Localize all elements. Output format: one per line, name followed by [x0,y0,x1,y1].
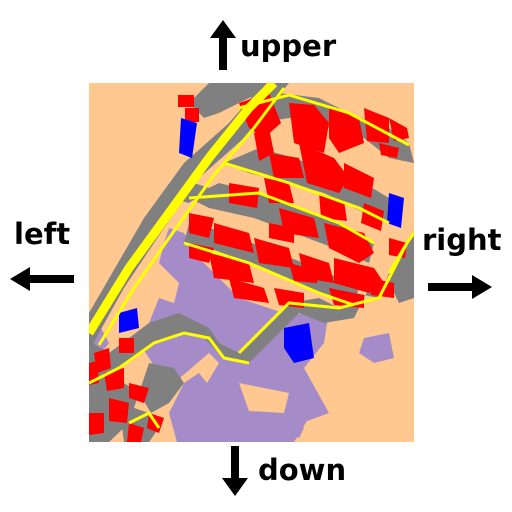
arrow-down-icon [222,446,248,496]
direction-label-right: right [422,223,502,257]
open-area [89,228,394,442]
arrow-right-icon [428,275,492,299]
map-tile [89,83,414,442]
direction-label-down: down [258,453,347,487]
arrow-left-icon [10,267,74,291]
direction-label-left: left [14,217,71,251]
water-bodies [119,118,404,363]
main-road [89,83,278,336]
direction-label-upper: upper [240,29,337,63]
arrow-up-icon [210,20,236,70]
